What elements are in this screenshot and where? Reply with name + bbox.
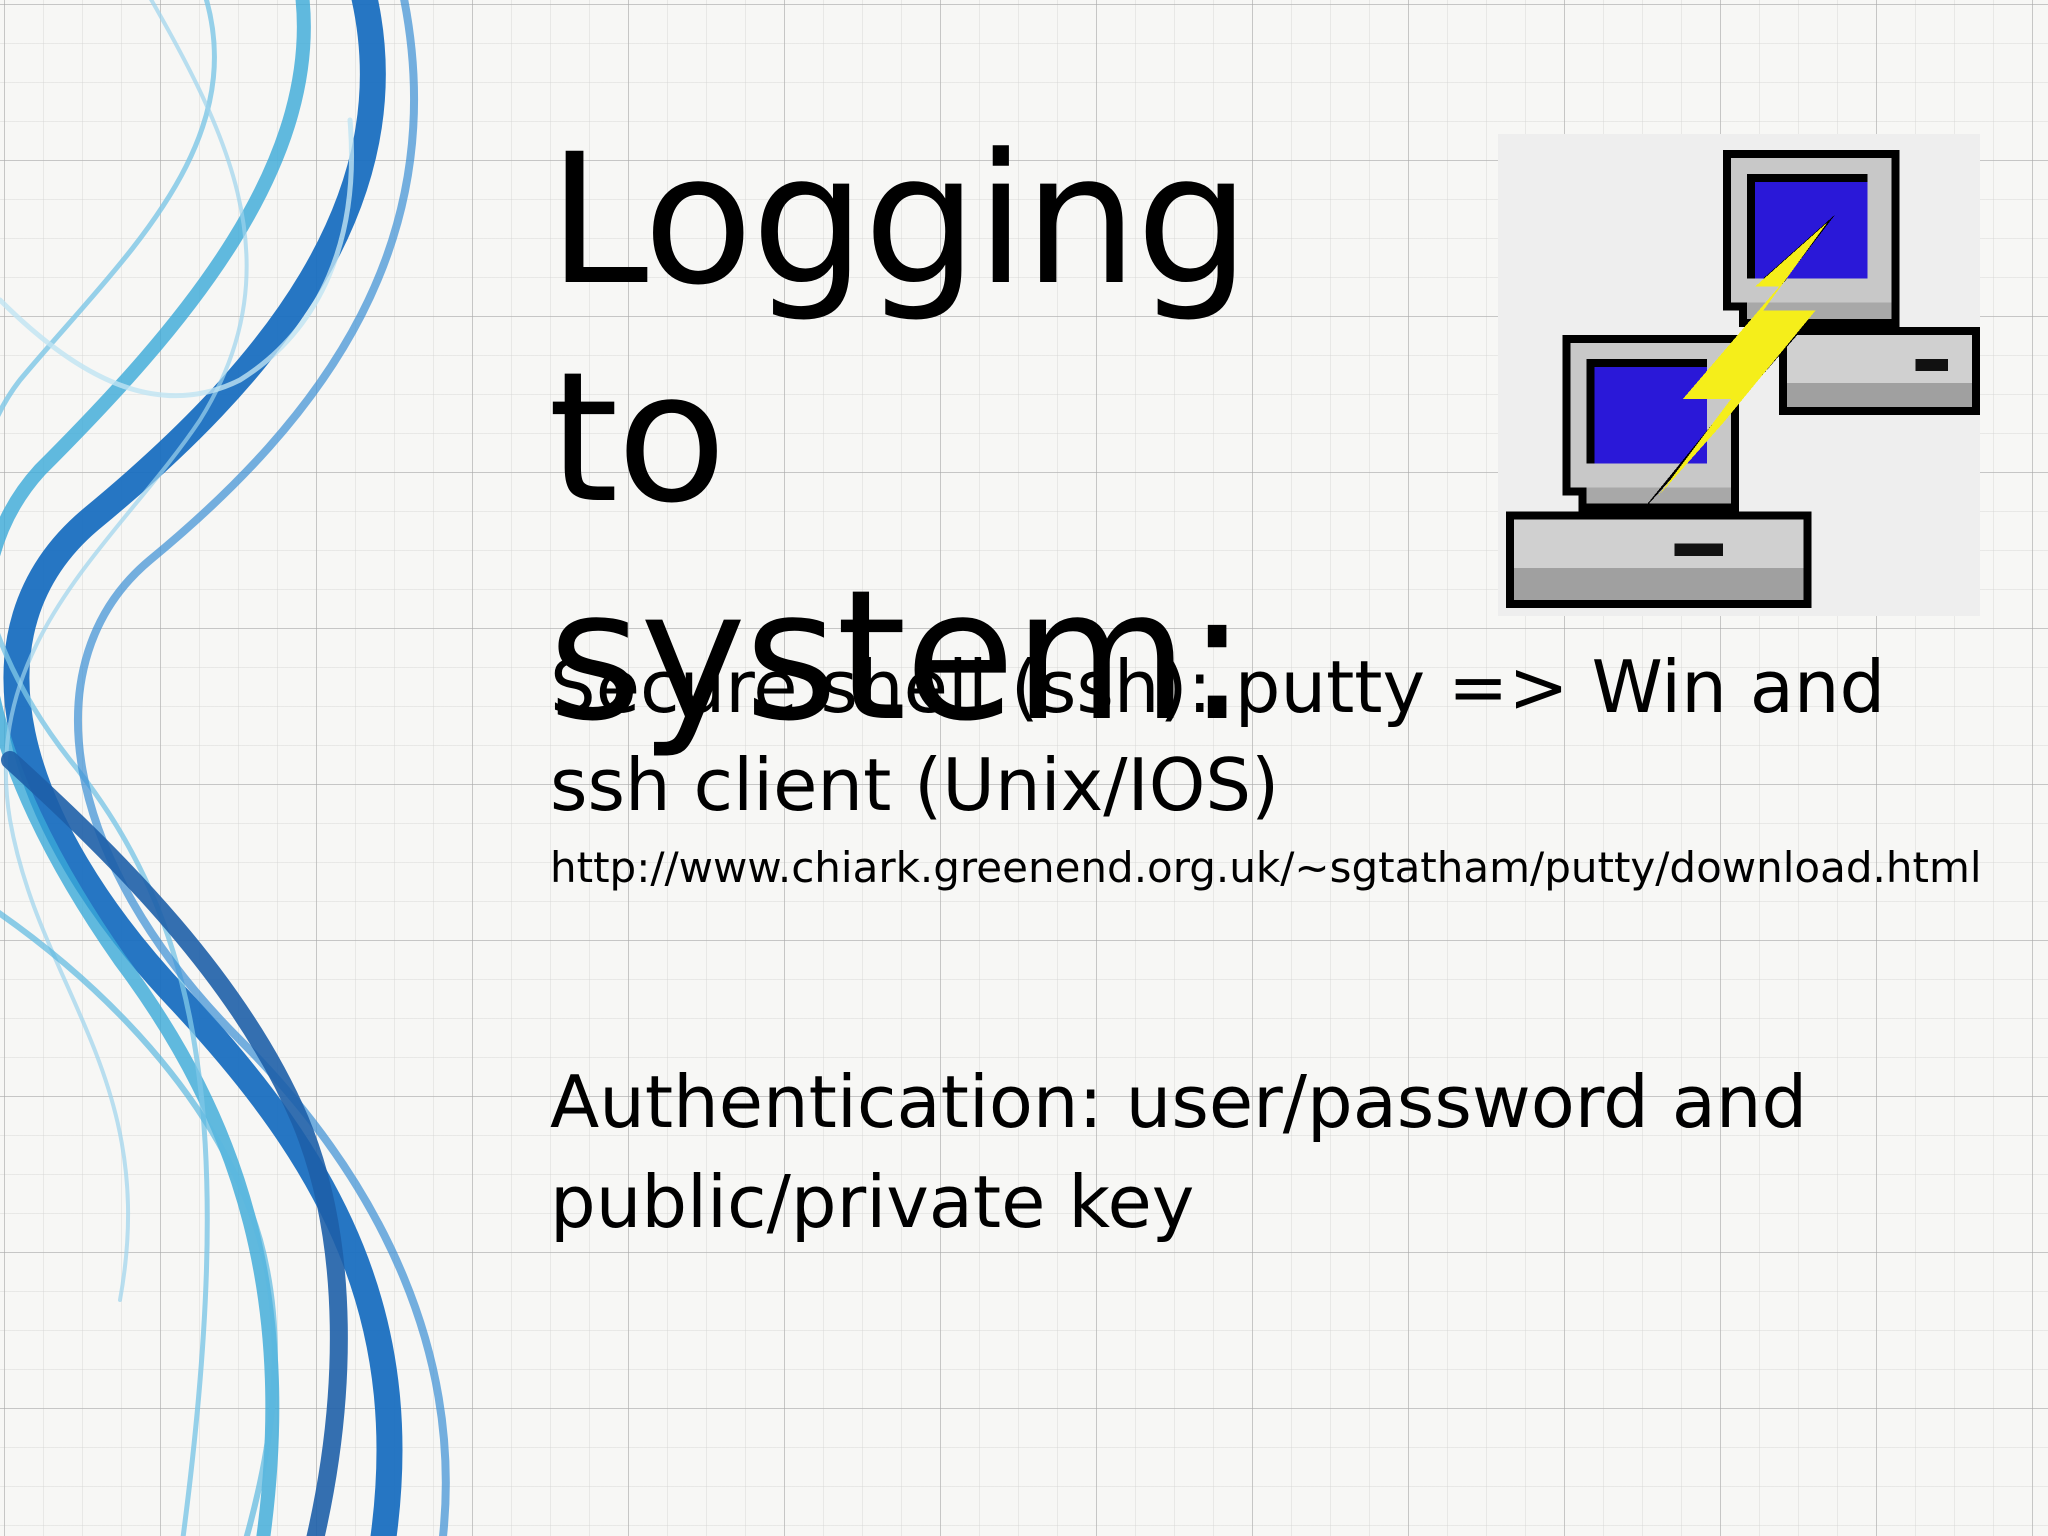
slide-title: Logging to system: [548,116,1250,761]
putty-logo-icon [1498,134,1980,616]
putty-download-link[interactable]: http://www.chiark.greenend.org.uk/~sgtat… [550,843,1982,892]
ssh-description: Secure shell (ssh): putty => Win and ssh… [550,645,1886,827]
decorative-swirl [0,0,450,1536]
authentication-description: Authentication: user/password and public… [550,1060,1808,1244]
